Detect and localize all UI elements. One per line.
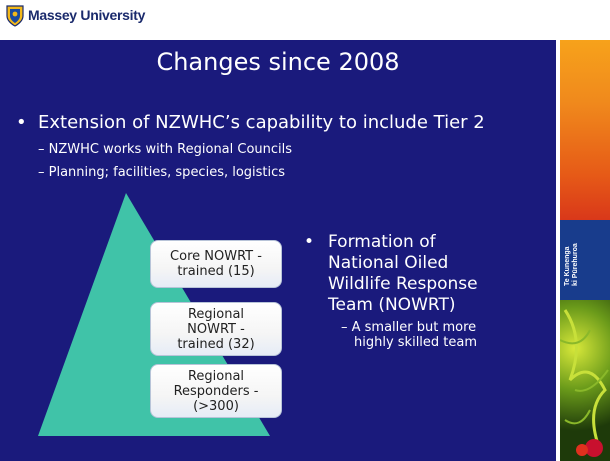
pyramid-level-responders-line-2: Responders -: [173, 383, 259, 399]
pyramid-level-responders-line-3: (>300): [193, 398, 239, 414]
brand-name: Massey University: [28, 7, 146, 23]
bullet-formation-line-1: Formation of: [328, 232, 436, 252]
strip-motto-line-2: ki Pūrehuroa: [572, 243, 579, 286]
strip-blue-panel: [560, 220, 610, 300]
strip-orange-panel: [560, 40, 610, 220]
bullet-extension-text: Extension of NZWHC’s capability to inclu…: [38, 112, 485, 133]
pyramid-level-responders: Regional Responders - (>300): [150, 364, 282, 418]
strip-motto-line-1: Te Kunenga: [564, 246, 571, 286]
strip-fern-image: [560, 300, 610, 461]
header-bar: Massey University: [0, 0, 610, 40]
side-strip: Te Kunenga ki Pūrehuroa: [556, 40, 610, 461]
strip-motto: Te Kunenga ki Pūrehuroa: [564, 236, 604, 286]
crest-icon: [6, 5, 24, 27]
bullet-dot: •: [304, 232, 315, 252]
pyramid-level-core-line-1: Core NOWRT -: [170, 249, 262, 264]
sub-bullet-planning: – Planning; facilities, species, logisti…: [38, 165, 286, 180]
pyramid-level-regional-line-2: NOWRT -: [187, 321, 245, 337]
sub-bullet-regional-councils: – NZWHC works with Regional Councils: [38, 142, 293, 157]
pyramid-level-core: Core NOWRT - trained (15): [150, 240, 282, 288]
bullet-formation-line-3: Wildlife Response: [328, 274, 478, 294]
bullet-formation-line-2: National Oiled: [328, 253, 449, 273]
bullet-formation-line-4: Team (NOWRT): [328, 295, 456, 315]
bullet-dot: •: [16, 112, 27, 133]
pyramid-level-regional: Regional NOWRT - trained (32): [150, 302, 282, 356]
sub-bullet-smaller-team-1: – A smaller but more: [341, 320, 477, 335]
sub-bullet-smaller-team-2: highly skilled team: [354, 335, 478, 350]
bullet-formation: • Formation of National Oiled Wildlife R…: [304, 232, 556, 316]
pyramid-level-regional-line-1: Regional: [187, 306, 245, 322]
pyramid-level-responders-line-1: Regional: [187, 368, 245, 384]
slide-title: Changes since 2008: [156, 48, 400, 76]
pyramid-level-core-line-2: trained (15): [177, 264, 255, 279]
fern-icon: [560, 309, 609, 457]
pyramid-level-regional-line-3: trained (32): [177, 336, 255, 352]
